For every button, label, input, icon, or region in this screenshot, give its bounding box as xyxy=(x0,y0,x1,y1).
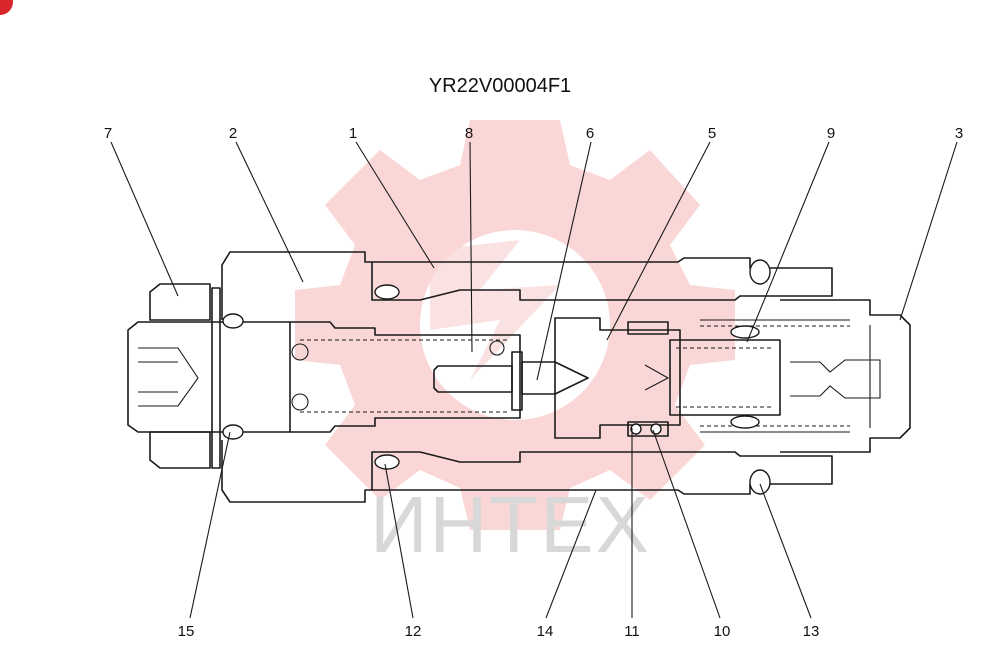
callout-2: 2 xyxy=(229,125,237,142)
o-ring-15-upper xyxy=(222,313,244,329)
diagram-title: YR22V00004F1 xyxy=(429,75,571,97)
watermark-gear-icon xyxy=(295,120,735,530)
callout-8: 8 xyxy=(465,125,473,142)
housing-lower xyxy=(221,440,833,503)
valve-drawing xyxy=(127,251,911,503)
callout-3: 3 xyxy=(955,125,963,142)
o-ring-13 xyxy=(749,469,771,495)
watermark-text: ИНТЕХ xyxy=(370,480,651,569)
cap-3 xyxy=(780,299,911,453)
callout-10: 10 xyxy=(714,623,731,640)
callout-14: 14 xyxy=(537,623,554,640)
piston-5 xyxy=(554,317,681,439)
o-ring-15 xyxy=(222,424,244,440)
callout-13: 13 xyxy=(803,623,820,640)
o-ring-upper xyxy=(374,284,400,300)
callout-1: 1 xyxy=(349,125,357,142)
adjusting-screw-end xyxy=(127,321,291,433)
nut-7 xyxy=(149,283,211,321)
callout-5: 5 xyxy=(708,125,716,142)
callout-15: 15 xyxy=(178,623,195,640)
callout-labels: 7 2 1 8 6 5 9 3 15 12 14 11 10 13 xyxy=(104,125,963,640)
callout-11: 11 xyxy=(624,623,640,640)
spring-seat-9 xyxy=(669,339,781,416)
callout-7: 7 xyxy=(104,125,112,142)
poppet-6 xyxy=(521,361,589,395)
o-ring-13-upper xyxy=(749,259,771,285)
housing-upper xyxy=(221,251,833,320)
callout-6: 6 xyxy=(586,125,594,142)
spool-body xyxy=(290,321,521,433)
corner-logo-mark xyxy=(0,0,13,15)
callout-9: 9 xyxy=(827,125,835,142)
o-ring-12 xyxy=(374,454,400,470)
callout-12: 12 xyxy=(405,623,422,640)
leader-lines xyxy=(110,141,958,619)
